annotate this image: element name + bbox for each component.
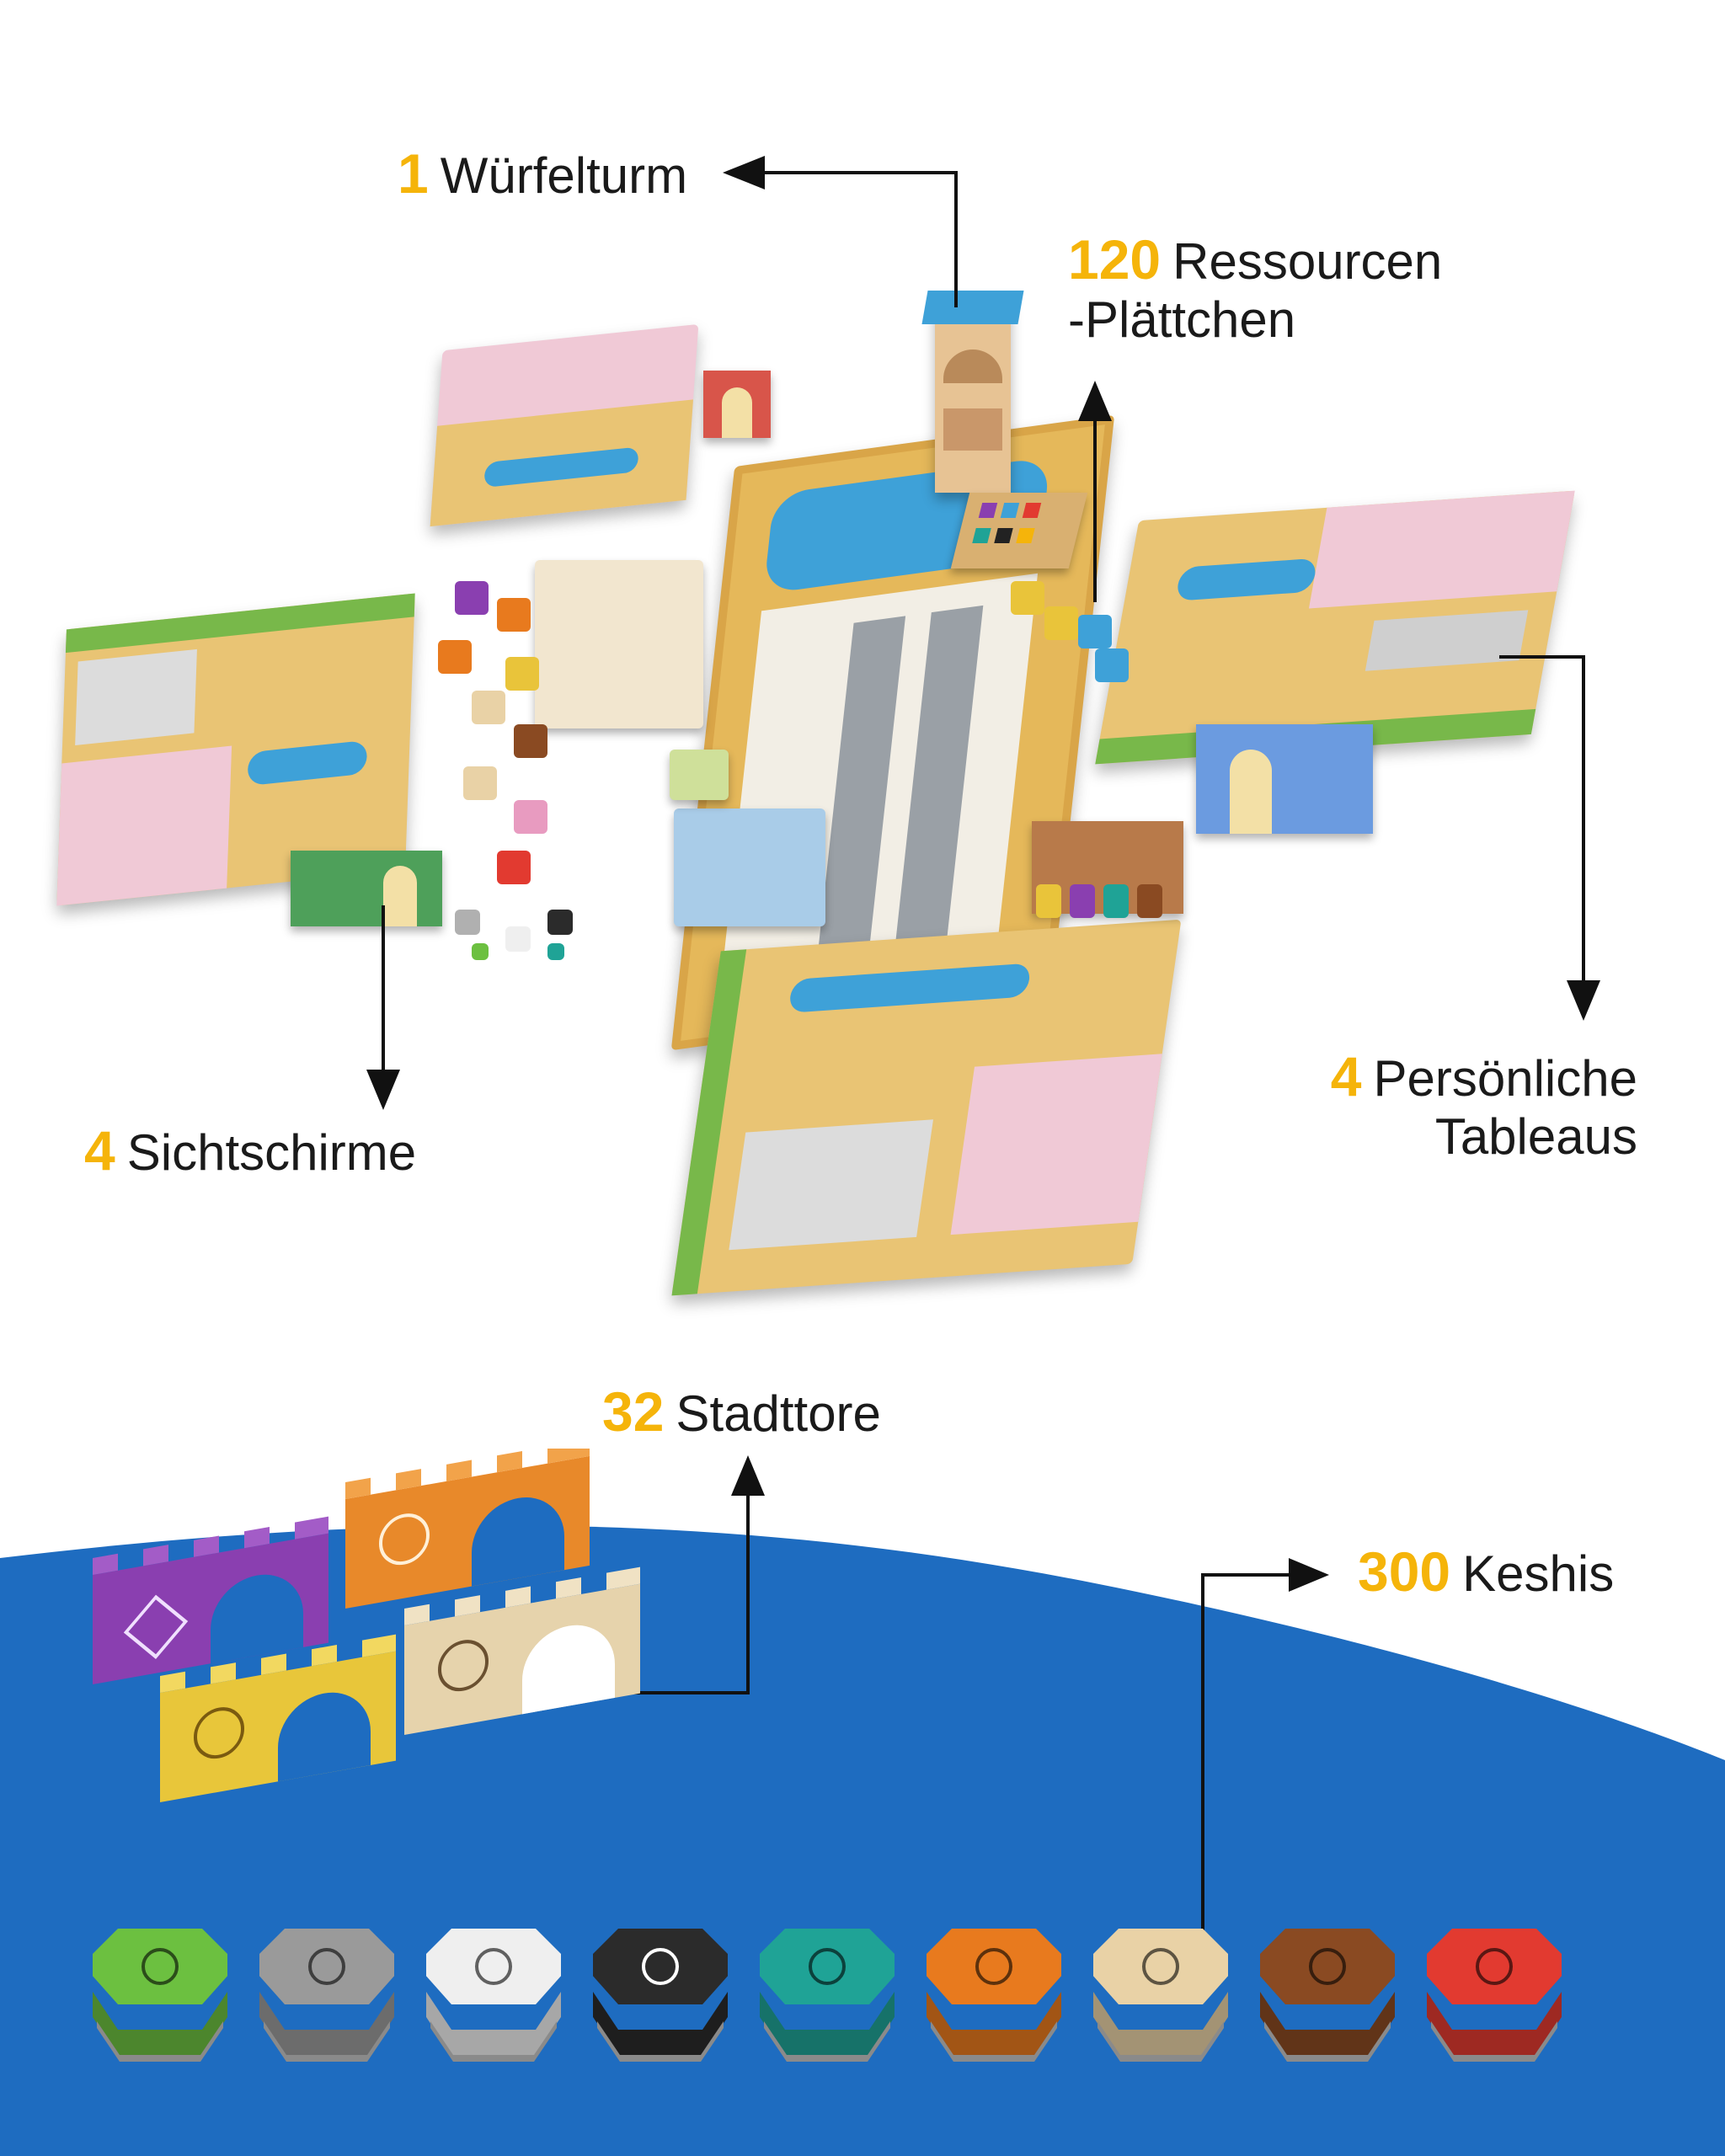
palm-icon	[142, 1948, 179, 1985]
keshi-token-camel	[1260, 1929, 1395, 2062]
screen-left	[291, 851, 442, 926]
keshi-token-vase	[1427, 1929, 1562, 2062]
keshi-token-building	[426, 1929, 561, 2062]
keshi-token-scroll	[259, 1929, 394, 2062]
keshi-piles-front	[1036, 867, 1171, 935]
dice-tower	[921, 291, 1024, 493]
building-icon	[475, 1948, 512, 1985]
gate-beige	[404, 1566, 640, 1735]
keshi-token-palm	[93, 1929, 227, 2062]
screen-top	[703, 371, 771, 438]
keshi-token-multi	[927, 1929, 1061, 2062]
fish-icon	[809, 1948, 846, 1985]
count: 300	[1358, 1540, 1451, 1603]
keshi-piles-left	[413, 581, 581, 960]
dagger-icon	[975, 1948, 1012, 1985]
keshi-token-dagger	[1093, 1929, 1228, 2062]
tile-stack-green	[670, 750, 729, 800]
game-setup-image	[56, 291, 1575, 1296]
count: 1	[398, 142, 429, 205]
city-gates	[93, 1438, 640, 1802]
count: 120	[1068, 228, 1162, 291]
city-gates-group	[93, 1438, 649, 1802]
mosque-icon	[642, 1948, 679, 1985]
scroll-icon	[308, 1948, 345, 1985]
screen-right	[1196, 724, 1373, 834]
keshi-tokens	[93, 1929, 1562, 2062]
camel-icon	[1309, 1948, 1346, 1985]
keshi-piles-right	[1011, 581, 1137, 682]
dagger-icon	[1142, 1948, 1179, 1985]
count: 32	[602, 1380, 665, 1443]
gate-purple	[93, 1516, 328, 1684]
keshi-token-mosque	[593, 1929, 728, 2062]
tile-stack-cream	[535, 560, 703, 728]
vase-icon	[1476, 1948, 1513, 1985]
tile-stack-blue	[674, 808, 825, 926]
count: 4	[84, 1119, 115, 1182]
keshi-token-fish	[760, 1929, 895, 2062]
keshi-tokens-row	[84, 1920, 1634, 2063]
gate-yellow	[160, 1634, 396, 1802]
count: 4	[1330, 1045, 1362, 1107]
gate-orange	[345, 1438, 590, 1609]
